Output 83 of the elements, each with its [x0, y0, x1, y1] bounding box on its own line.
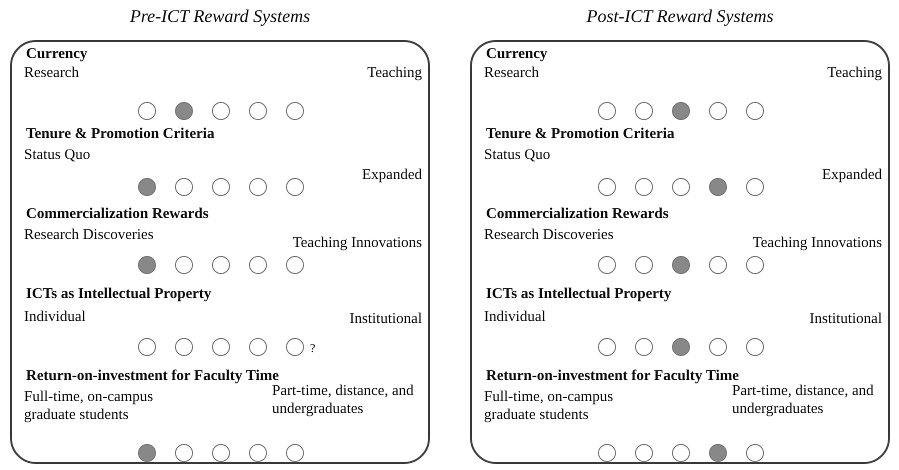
scale-heading: Commercialization Rewards	[26, 206, 209, 223]
rating-circle	[635, 102, 653, 120]
scale-left-label: Research Discoveries	[484, 226, 614, 244]
filled-rating-circle	[672, 102, 690, 120]
rating-circle	[672, 444, 690, 462]
scale-heading: Currency	[486, 46, 548, 63]
scale-heading: Tenure & Promotion Criteria	[486, 126, 674, 143]
filled-rating-circle	[138, 178, 156, 196]
scale-right-label: Part-time, distance, and undergraduates	[732, 382, 875, 418]
rating-circle	[212, 256, 230, 274]
scale-heading: Commercialization Rewards	[486, 206, 669, 223]
rating-circle	[249, 256, 267, 274]
rating-circle	[175, 338, 193, 356]
scale-left-label: Research Discoveries	[24, 226, 154, 244]
scale-heading: Return-on-investment for Faculty Time	[486, 368, 739, 385]
rating-circle	[635, 444, 653, 462]
panel-title: Post-ICT Reward Systems	[586, 6, 774, 27]
scale-right-label: Expanded	[362, 166, 422, 184]
rating-circle	[746, 338, 764, 356]
rating-circle	[746, 444, 764, 462]
rating-circle	[672, 178, 690, 196]
filled-rating-circle	[672, 338, 690, 356]
scale-right-label: Part-time, distance, and undergraduates	[272, 382, 415, 418]
filled-rating-circle	[709, 178, 727, 196]
rating-circle	[138, 102, 156, 120]
scale-right-label: Teaching Innovations	[292, 234, 422, 252]
rating-circle	[138, 338, 156, 356]
filled-rating-circle	[175, 102, 193, 120]
rating-circle	[286, 444, 304, 462]
scale-heading: Tenure & Promotion Criteria	[26, 126, 214, 143]
filled-rating-circle	[672, 256, 690, 274]
rating-circle	[249, 178, 267, 196]
rating-circle	[635, 256, 653, 274]
scale-heading: ICTs as Intellectual Property	[26, 286, 212, 303]
rating-circle	[635, 338, 653, 356]
scale-left-label: Individual	[24, 308, 86, 326]
panel-title: Pre-ICT Reward Systems	[128, 6, 312, 27]
scale-left-label: Full-time, on-campus graduate students	[484, 388, 614, 424]
scale-right-label: Teaching Innovations	[752, 234, 882, 252]
rating-circle	[249, 102, 267, 120]
rating-circle	[709, 256, 727, 274]
rating-circle	[598, 256, 616, 274]
rating-circle	[212, 338, 230, 356]
rating-circle	[746, 178, 764, 196]
rating-circle	[175, 444, 193, 462]
rating-circle	[709, 102, 727, 120]
filled-rating-circle	[138, 256, 156, 274]
scale-right-label: Expanded	[822, 166, 882, 184]
scale-left-label: Research	[484, 64, 539, 82]
filled-rating-circle	[709, 444, 727, 462]
scale-heading: Return-on-investment for Faculty Time	[26, 368, 279, 385]
scale-left-label: Research	[24, 64, 79, 82]
rating-circle	[598, 178, 616, 196]
scale-right-label: Institutional	[810, 310, 882, 328]
scale-left-label: Individual	[484, 308, 546, 326]
filled-rating-circle	[138, 444, 156, 462]
scale-left-label: Status Quo	[24, 146, 90, 164]
rating-circle	[249, 444, 267, 462]
rating-circle	[598, 444, 616, 462]
scale-left-label: Status Quo	[484, 146, 550, 164]
rating-circle	[175, 256, 193, 274]
scale-right-label: Teaching	[367, 64, 422, 82]
scale-left-label: Full-time, on-campus graduate students	[24, 388, 154, 424]
scale-heading: ICTs as Intellectual Property	[486, 286, 672, 303]
scale-heading: Currency	[26, 46, 88, 63]
rating-circle	[286, 178, 304, 196]
scale-right-label: Teaching	[827, 64, 882, 82]
rating-circle	[746, 256, 764, 274]
rating-circle	[212, 444, 230, 462]
rating-circle	[598, 338, 616, 356]
rating-circle	[286, 102, 304, 120]
note-mark: ?	[310, 341, 316, 356]
rating-circle	[709, 338, 727, 356]
rating-circle	[746, 102, 764, 120]
rating-circle	[286, 256, 304, 274]
rating-circle	[249, 338, 267, 356]
rating-circle	[598, 102, 616, 120]
rating-circle	[212, 102, 230, 120]
rating-circle	[175, 178, 193, 196]
rating-circle	[286, 338, 304, 356]
rating-circle	[212, 178, 230, 196]
scale-right-label: Institutional	[350, 310, 422, 328]
rating-circle	[635, 178, 653, 196]
